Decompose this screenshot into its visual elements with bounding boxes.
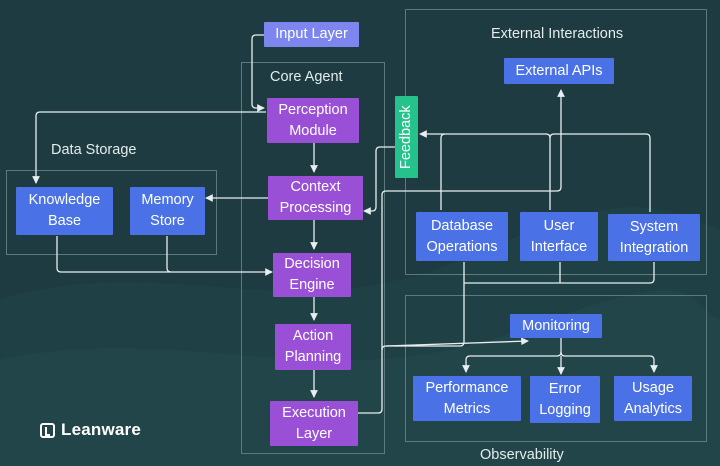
node-performance-metrics: Performance Metrics (413, 376, 521, 421)
leanware-logo-icon (40, 422, 55, 438)
group-label-core-agent: Core Agent (270, 69, 343, 85)
node-knowledge-base: Knowledge Base (16, 187, 113, 235)
node-memory-store: Memory Store (130, 187, 205, 235)
node-monitoring: Monitoring (510, 314, 602, 338)
node-perception-module: Perception Module (267, 98, 359, 143)
node-execution-layer: Execution Layer (270, 401, 358, 446)
group-label-data-storage: Data Storage (51, 142, 137, 158)
node-action-planning: Action Planning (275, 324, 351, 370)
node-external-apis: External APIs (504, 58, 614, 84)
leanware-brand: Leanware (40, 420, 141, 440)
brand-name: Leanware (61, 420, 142, 439)
group-label-external-interactions: External Interactions (491, 26, 624, 42)
node-input-layer: Input Layer (264, 22, 359, 47)
node-context-processing: Context Processing (268, 176, 363, 220)
node-database-operations: Database Operations (416, 212, 508, 261)
node-user-interface: User Interface (520, 212, 598, 261)
node-decision-engine: Decision Engine (273, 253, 351, 297)
node-feedback: Feedback (395, 96, 418, 178)
node-usage-analytics: Usage Analytics (614, 376, 692, 421)
group-label-observability: Observability (480, 447, 564, 463)
node-error-logging: Error Logging (530, 376, 600, 423)
node-system-integration: System Integration (608, 214, 700, 261)
